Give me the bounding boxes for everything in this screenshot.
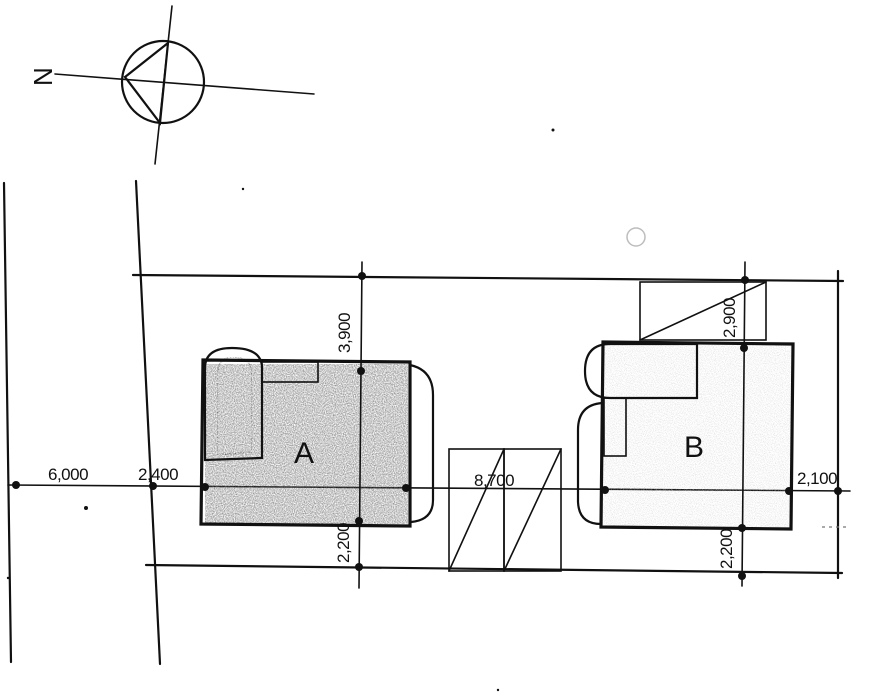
- building-b-outline: [599, 340, 795, 531]
- dim-point: [201, 483, 209, 491]
- north-arrow: N: [28, 5, 315, 165]
- site-boundaries: [2, 179, 851, 666]
- dim-label-6000: 6,000: [48, 465, 88, 484]
- building-b-side-curve: [576, 401, 604, 526]
- dim-point: [149, 482, 157, 490]
- dimension-labels: 6,000 2,400 8,700 2,100 3,900 2,200 2,90…: [48, 298, 838, 569]
- paper-speck: [626, 227, 646, 247]
- dim-point: [738, 524, 746, 532]
- dim-label-8700: 8,700: [474, 471, 514, 490]
- drawing-specks: [6, 128, 850, 692]
- dim-label-3900: 3,900: [335, 313, 354, 353]
- dim-point: [785, 487, 793, 495]
- dim-line-a-vertical: [358, 261, 363, 589]
- building-b-notch: [603, 397, 627, 457]
- dim-point: [355, 517, 363, 525]
- road-edge-inner: [134, 179, 162, 666]
- dim-label-2400: 2,400: [138, 465, 178, 484]
- paper-speck: [496, 688, 500, 692]
- building-a-hatch: [205, 364, 408, 524]
- parking-right-diagonal: [503, 448, 562, 572]
- dim-point: [738, 572, 746, 580]
- vertical-dimensions: [358, 261, 746, 589]
- building-a-outline-strong: [199, 358, 412, 528]
- dim-label-2100: 2,100: [797, 469, 837, 488]
- dim-point: [834, 487, 842, 495]
- building-a: A: [199, 346, 435, 528]
- building-b: B: [576, 281, 795, 531]
- dimension-points: [12, 272, 842, 580]
- paper-speck: [84, 506, 88, 510]
- dim-point: [12, 481, 20, 489]
- dim-line-b-vertical: [741, 261, 746, 587]
- dim-point: [358, 272, 366, 280]
- building-b-porch: [639, 281, 767, 341]
- north-label: N: [28, 67, 58, 86]
- dim-point: [402, 484, 410, 492]
- parking-left-diagonal: [448, 448, 505, 572]
- paper-speck: [6, 576, 10, 580]
- north-arrow-triangle: [123, 40, 170, 126]
- dim-point: [357, 367, 365, 375]
- site-top-line: [131, 273, 845, 283]
- building-a-tower-inner: [216, 356, 253, 456]
- road-edge-left: [2, 181, 13, 664]
- dim-label-b-2200: 2,200: [717, 529, 736, 569]
- dim-point: [741, 276, 749, 284]
- dim-point: [740, 344, 748, 352]
- north-arrow-horizontal: [54, 73, 315, 95]
- building-b-label: B: [684, 431, 704, 464]
- parking-space-right: [503, 448, 562, 572]
- north-arrow-circle: [120, 39, 206, 125]
- building-a-side-curve: [408, 363, 435, 524]
- building-a-label: A: [294, 437, 314, 470]
- building-a-balcony: [261, 361, 319, 383]
- paper-speck: [241, 187, 245, 191]
- dim-point: [601, 486, 609, 494]
- dim-label-2900: 2,900: [720, 298, 739, 338]
- paper-speck: [551, 128, 555, 132]
- building-b-porch-diagonal: [639, 281, 767, 341]
- parking-area: [448, 448, 562, 572]
- dim-label-a-2200: 2,200: [334, 523, 353, 563]
- dim-point: [355, 563, 363, 571]
- site-bottom-line: [144, 563, 844, 575]
